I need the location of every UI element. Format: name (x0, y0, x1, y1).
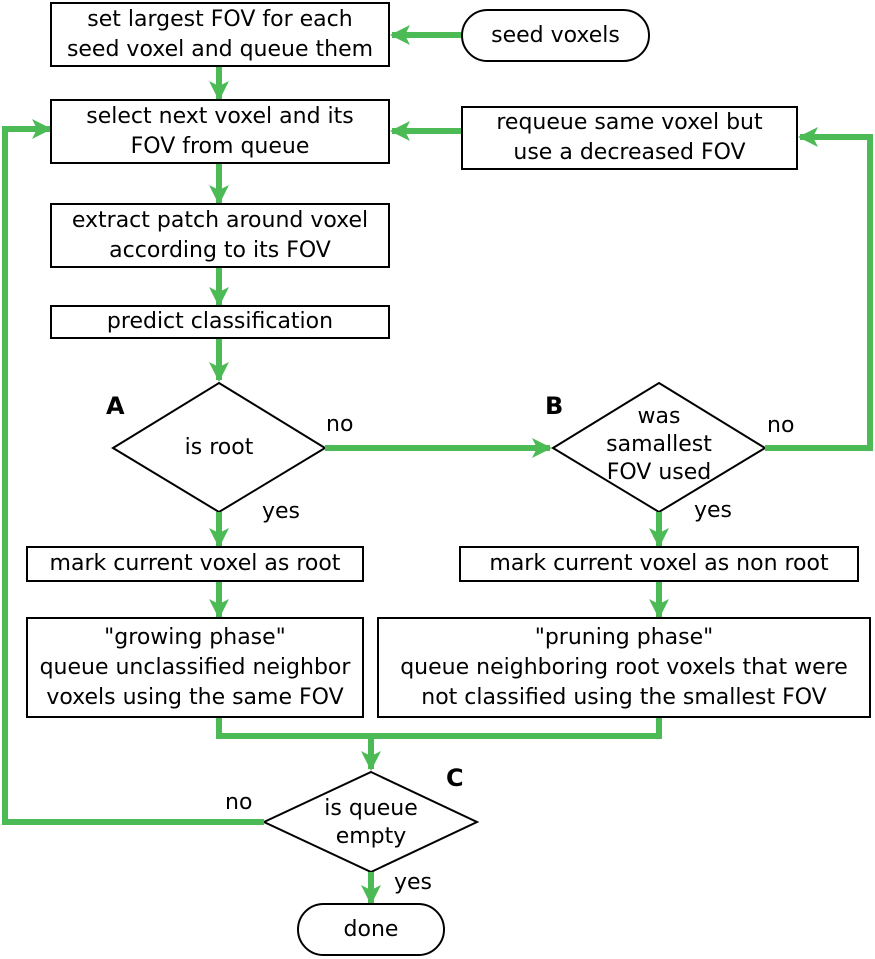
edge-label-queue-empty-yes: yes (394, 870, 433, 895)
edge-label-smallest-fov-no: no (767, 413, 795, 438)
edge-label-is-root-no: no (326, 412, 354, 437)
terminal-seed-voxels: seed voxels (461, 9, 650, 62)
decision-smallest-fov-label: was samallest FOV used (606, 404, 712, 485)
terminal-done: done (297, 903, 445, 956)
step-select-next-voxel: select next voxel and its FOV from queue (50, 99, 390, 164)
step-extract-patch: extract patch around voxel according to … (50, 203, 390, 268)
decision-letter-c: C (446, 764, 464, 792)
edge-label-is-root-yes: yes (262, 499, 301, 524)
decision-letter-b: B (545, 392, 564, 420)
edge-label-smallest-fov-yes: yes (694, 498, 733, 523)
line-growing-merge (216, 718, 662, 739)
step-set-largest-fov: set largest FOV for each seed voxel and … (50, 2, 390, 67)
arrow-queue-empty-no (2, 119, 264, 825)
step-mark-root: mark current voxel as root (26, 546, 364, 582)
arrow-smallest-fov-no (765, 127, 873, 451)
step-predict-classification: predict classification (50, 305, 390, 339)
step-mark-non-root: mark current voxel as non root (459, 546, 859, 582)
decision-is-queue-empty-label: is queue empty (324, 796, 418, 849)
decision-is-root-label: is root (184, 435, 254, 460)
step-requeue-decreased-fov: requeue same voxel but use a decreased F… (461, 106, 798, 170)
step-pruning-phase: "pruning phase" queue neighboring root v… (377, 617, 871, 718)
edge-label-queue-empty-no: no (225, 790, 253, 815)
step-growing-phase: "growing phase" queue unclassified neigh… (26, 617, 364, 718)
decision-letter-a: A (106, 392, 125, 420)
